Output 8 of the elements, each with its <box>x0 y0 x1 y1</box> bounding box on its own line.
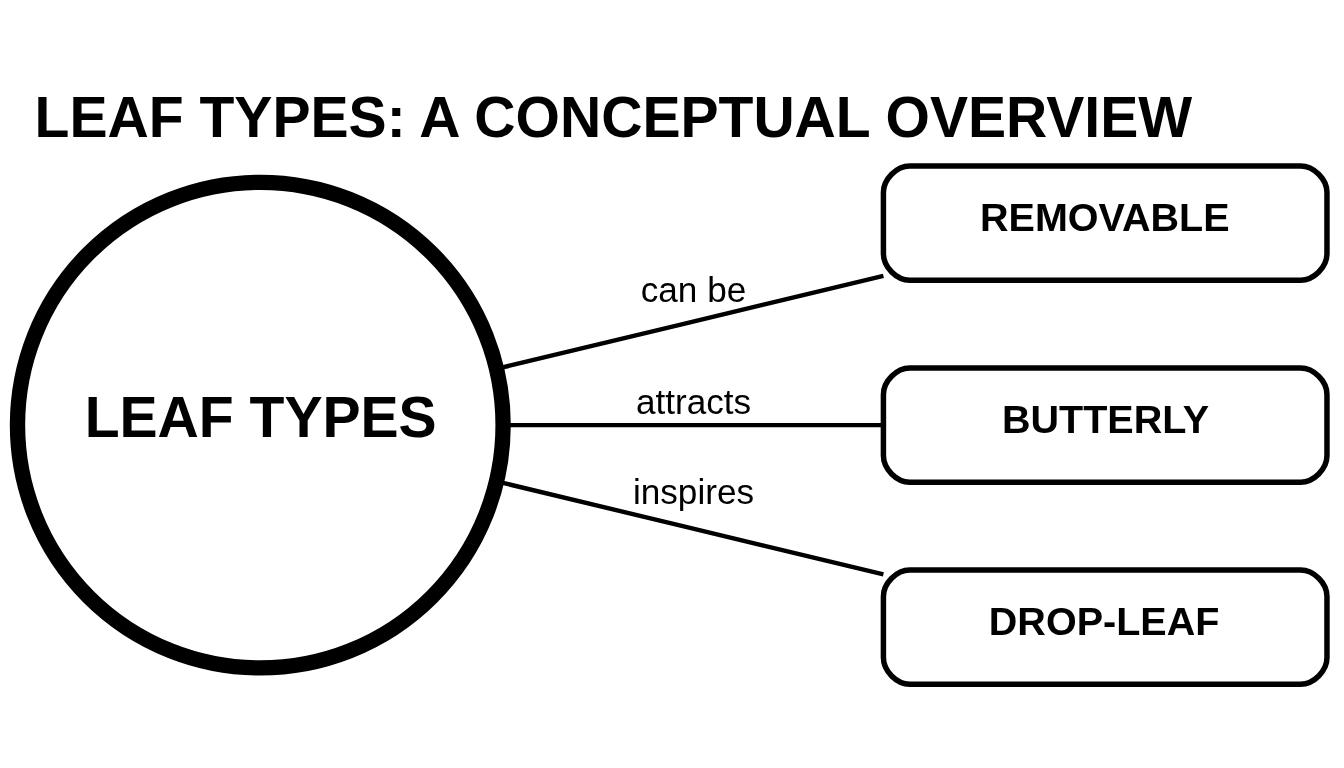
edge-label: can be <box>640 269 747 309</box>
node-box: DROP-LEAF <box>880 566 1330 687</box>
edge-label: inspires <box>632 471 755 511</box>
diagram-title: LEAF TYPES: A CONCEPTUAL OVERVIEW <box>34 84 1193 149</box>
edge-label: attracts <box>635 381 752 421</box>
node-box: BUTTERLY <box>880 364 1330 485</box>
node-circle: LEAF TYPES <box>9 174 511 676</box>
node-box: REMOVABLE <box>880 162 1330 283</box>
